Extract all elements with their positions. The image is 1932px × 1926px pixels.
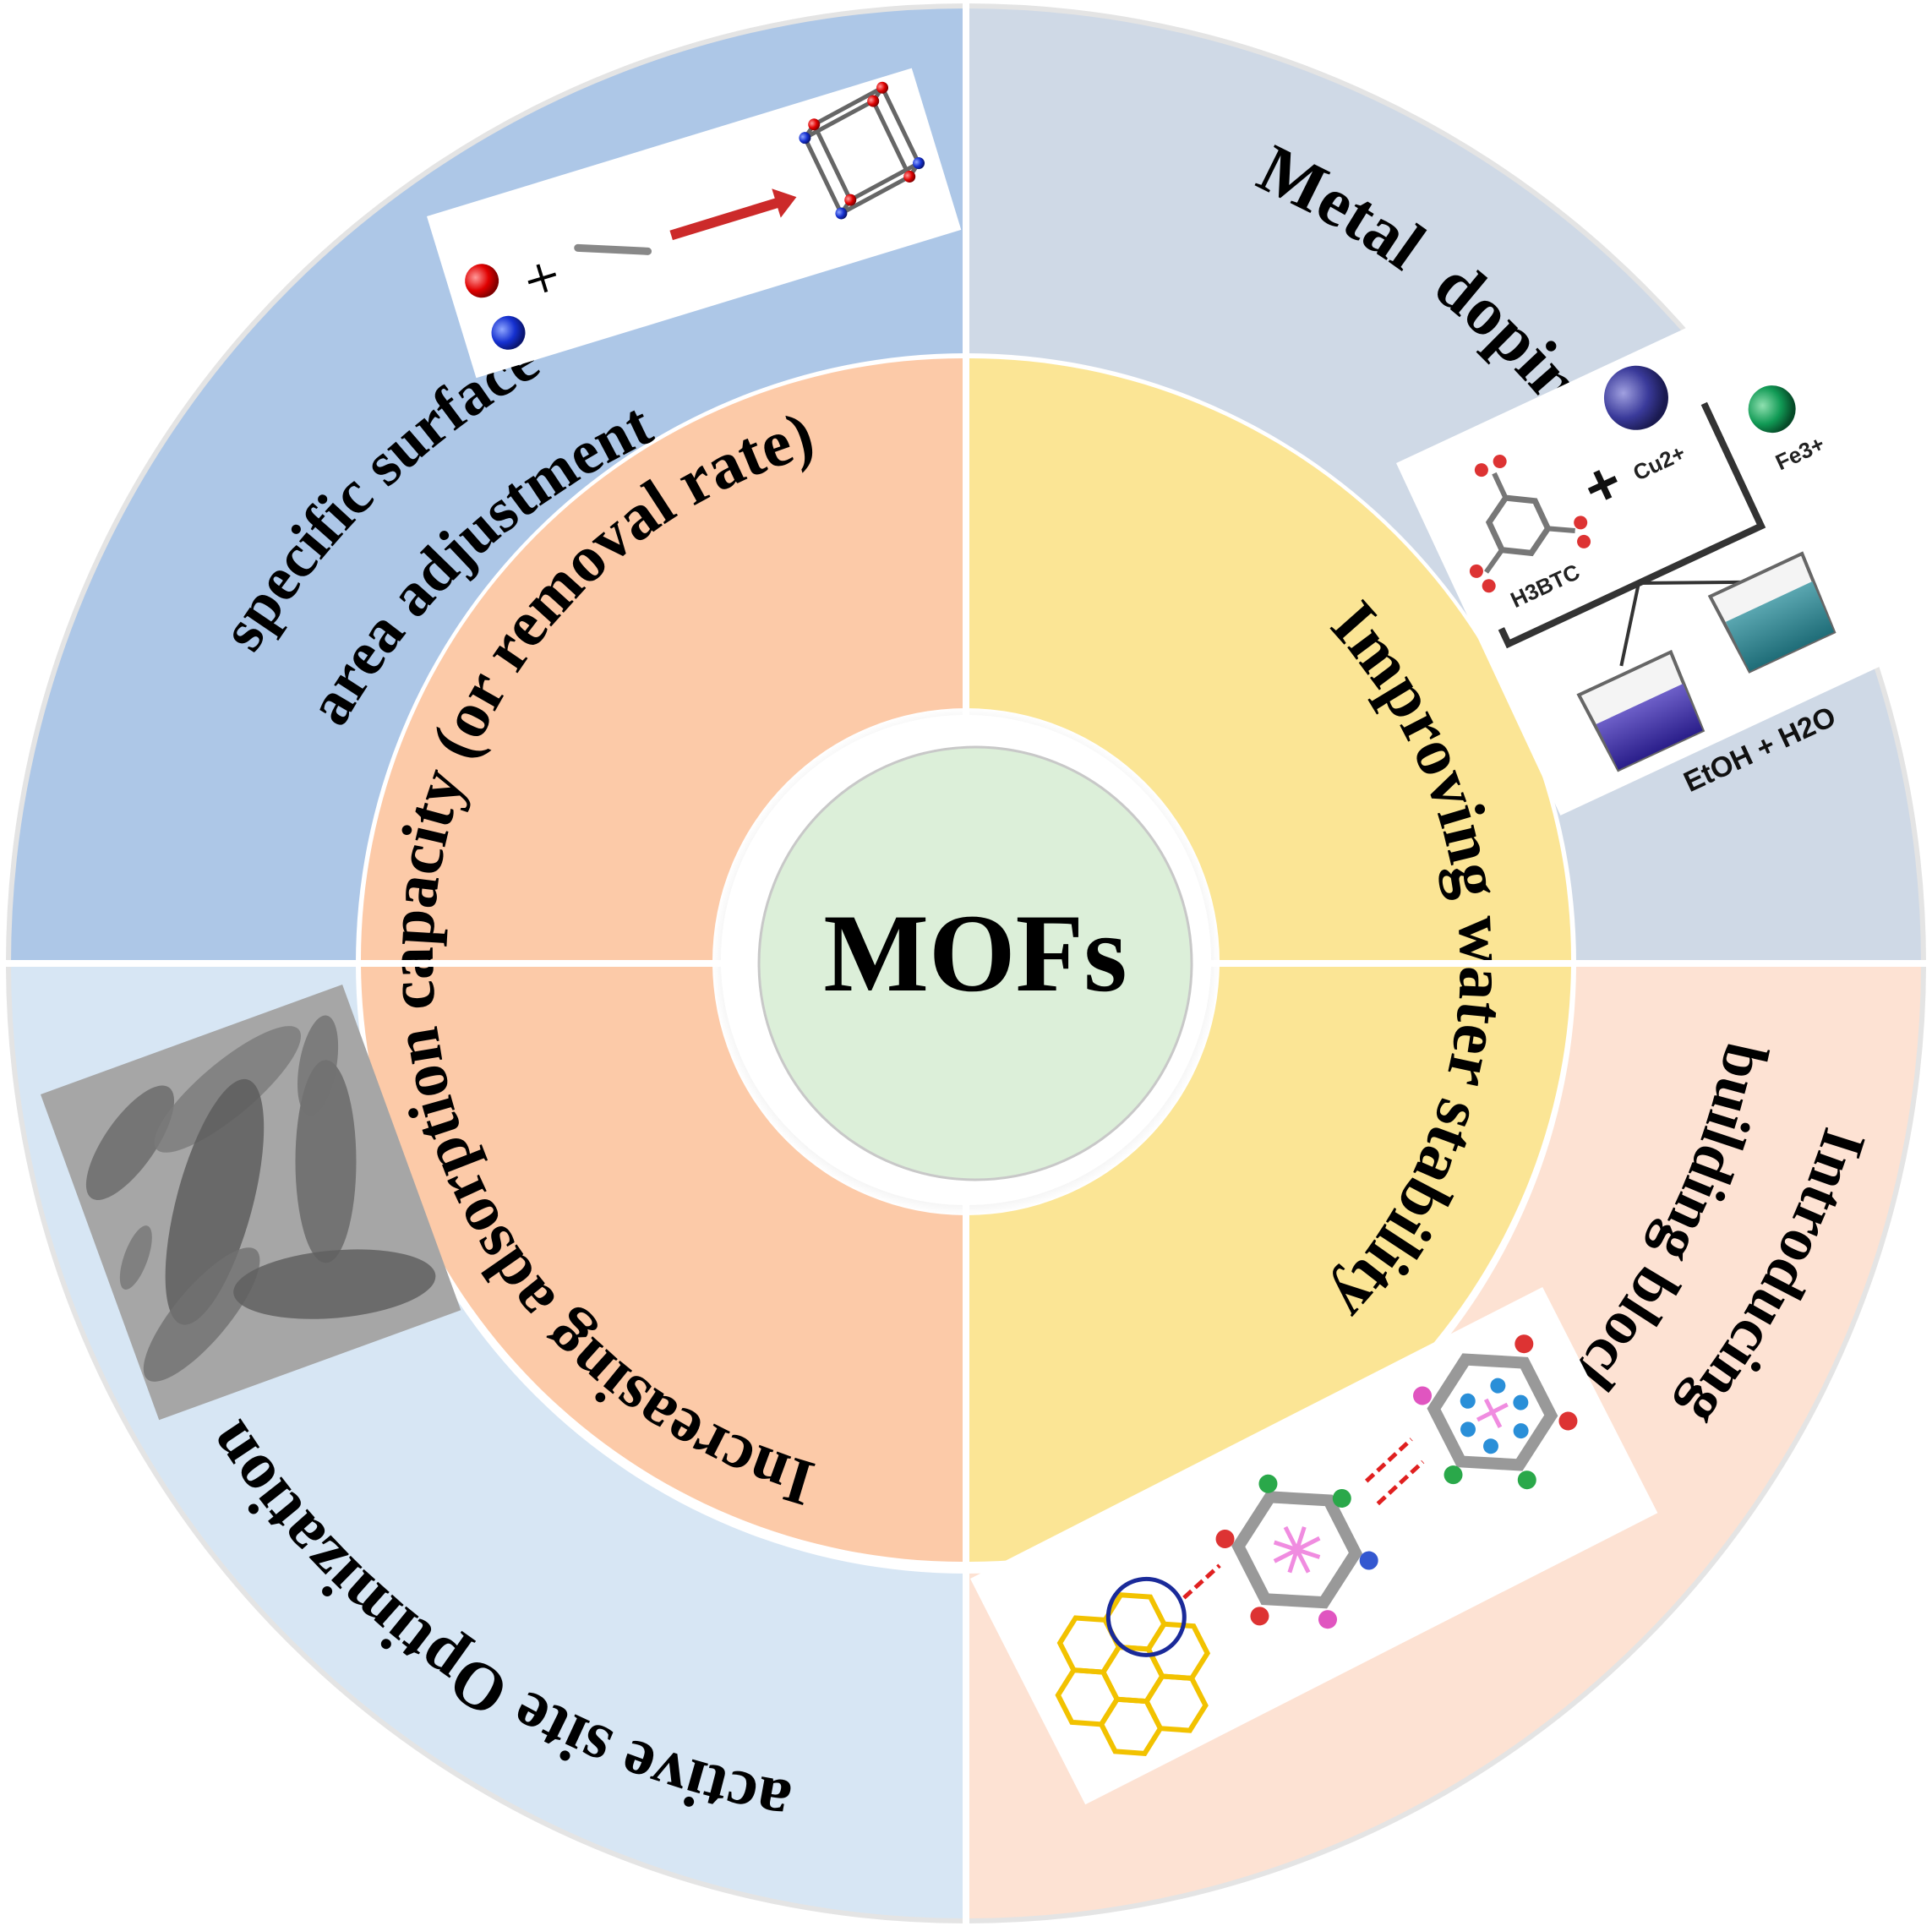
- bracket: [1498, 401, 1766, 649]
- beaker-blue-icon: [1576, 649, 1706, 772]
- honeycomb-icon: [1055, 1592, 1211, 1756]
- beaker-teal-icon: [1707, 551, 1836, 674]
- cu-sphere-icon: [1603, 365, 1668, 430]
- fe-sphere-icon: [1748, 385, 1796, 434]
- metal-doping-inset: H3BTC + Cu2+ Fe3+ EtOH + H2O: [1396, 284, 1932, 816]
- building-block-inset: [970, 1286, 1658, 1805]
- center-circle-top: [757, 745, 1193, 1181]
- ssa-inset: [427, 68, 962, 379]
- arrow-icon: [669, 188, 797, 241]
- blue-sphere-icon: [491, 315, 526, 350]
- pore-2-icon: [1413, 1334, 1578, 1490]
- red-sphere-icon: [465, 264, 499, 298]
- dashed-arrow-1: [1182, 1563, 1221, 1600]
- highlight-circle: [1105, 1576, 1187, 1657]
- dashed-arrow-3: [1376, 1460, 1425, 1506]
- btc-molecule-icon: [1469, 454, 1591, 593]
- tem-image-inset: [41, 985, 461, 1421]
- dashed-arrow-2: [1365, 1438, 1413, 1483]
- center-label-top: MOFs: [823, 891, 1127, 1015]
- linker-rod-icon: [574, 243, 652, 255]
- pore-1-icon: [1215, 1474, 1378, 1629]
